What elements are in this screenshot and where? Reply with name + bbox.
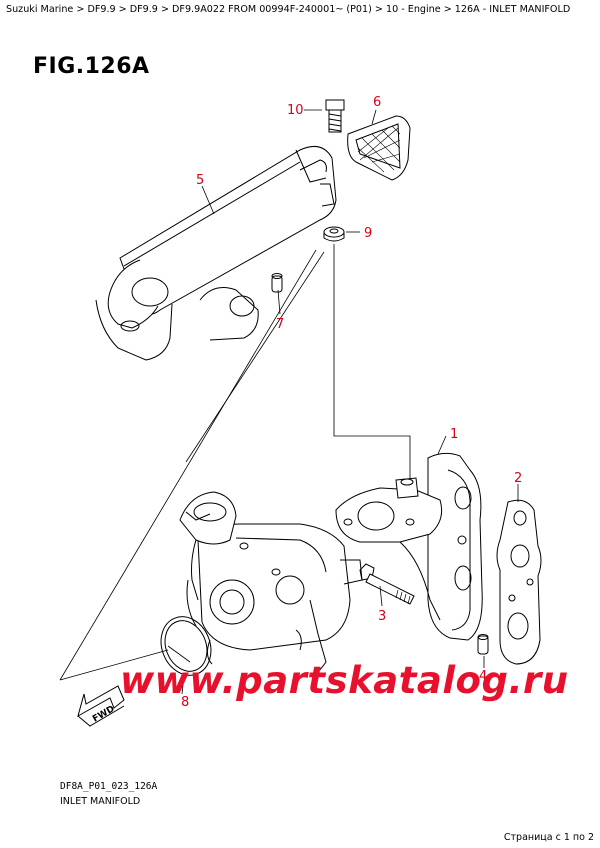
- callout-9[interactable]: 9: [364, 226, 372, 241]
- fwd-arrow-icon: [77, 685, 125, 727]
- inlet-manifold-part: [335, 452, 483, 641]
- callout-3[interactable]: 3: [378, 609, 386, 624]
- callout-1[interactable]: 1: [450, 427, 458, 442]
- callout-10[interactable]: 10: [287, 103, 304, 118]
- callout-2[interactable]: 2: [514, 471, 522, 486]
- pin-part-4: [477, 634, 489, 655]
- page-indicator: Страница с 1 по 2: [503, 832, 594, 843]
- figure-name: INLET MANIFOLD: [60, 796, 141, 807]
- bolt-part-10: [325, 99, 345, 133]
- mesh-screen-part: [347, 115, 411, 181]
- callout-5[interactable]: 5: [196, 173, 204, 188]
- callout-leaders: [181, 109, 519, 695]
- callout-8[interactable]: 8: [181, 695, 189, 710]
- callout-4[interactable]: 4: [479, 669, 487, 684]
- gasket-part: [496, 499, 542, 665]
- washer-part-9: [323, 226, 345, 242]
- intake-silencer-part: [95, 145, 337, 361]
- assembly-guide-lines: [59, 244, 411, 681]
- breadcrumb[interactable]: Suzuki Marine > DF9.9 > DF9.9 > DF9.9A02…: [6, 4, 571, 15]
- figure-title: FIG.126A: [33, 54, 150, 79]
- watermark: www.partskatalog.ru: [120, 659, 569, 702]
- callout-7[interactable]: 7: [276, 317, 284, 332]
- stud-bolt-part: [359, 563, 415, 605]
- dowel-pin-part: [271, 273, 283, 293]
- carburetor-part: [179, 491, 363, 671]
- figure-code: DF8A_P01_023_126A: [60, 781, 158, 792]
- o-ring-part: [160, 616, 212, 676]
- fwd-arrow-label: FWD: [91, 704, 116, 724]
- callout-6[interactable]: 6: [373, 95, 381, 110]
